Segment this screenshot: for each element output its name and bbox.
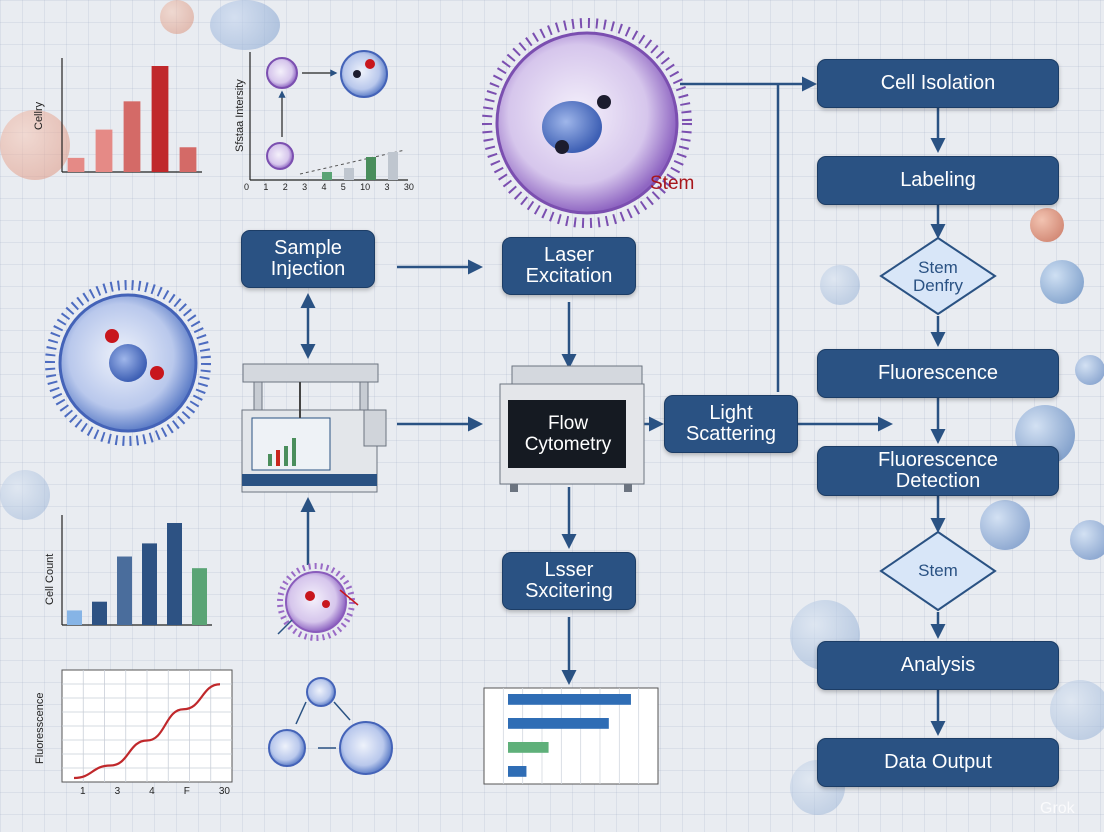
bar xyxy=(508,718,609,729)
labeling-box[interactable]: Labeling xyxy=(817,156,1059,205)
cellry-y-label: Cellry xyxy=(33,101,45,130)
sample-injection-label: Sample Injection xyxy=(270,237,346,280)
cell-isolation-label: Cell Isolation xyxy=(880,72,996,94)
labeling-label: Labeling xyxy=(900,169,976,191)
bar xyxy=(92,601,107,625)
stem-cell-label: Stem xyxy=(650,173,695,194)
tick: F xyxy=(183,786,190,797)
cellry-bar-chart xyxy=(61,58,202,173)
tick: 2 xyxy=(282,182,288,192)
bar xyxy=(95,129,113,172)
fluorescence-box[interactable]: Fluorescence xyxy=(817,349,1059,398)
bar xyxy=(151,66,169,172)
laser-scattering-box[interactable]: Lsser Sxcitering xyxy=(502,552,636,610)
light-scattering-box[interactable]: Light Scattering xyxy=(664,395,798,453)
tick: 3 xyxy=(384,182,390,192)
fluorescence-y-label: Fluoresscence xyxy=(34,692,46,764)
molecule-sphere xyxy=(0,110,70,180)
molecule-sphere xyxy=(1075,355,1104,385)
cell-count-bar-chart xyxy=(61,515,212,626)
molecule-sphere xyxy=(0,470,50,520)
analysis-label: Analysis xyxy=(900,654,976,676)
molecule-sphere xyxy=(160,0,194,34)
tick: 3 xyxy=(302,182,308,192)
bar xyxy=(192,568,207,625)
tick: 3 xyxy=(114,786,121,797)
blue-cell-illustration xyxy=(45,280,211,446)
flow-cytometer-illustration xyxy=(499,365,645,492)
bar xyxy=(117,556,132,625)
flow-cytometry-label: Flow Cytometry xyxy=(524,413,612,455)
tick: 4 xyxy=(149,786,155,797)
flow-arrows-middle xyxy=(300,259,664,685)
flow-arrows-right xyxy=(680,76,946,736)
data-output-box[interactable]: Data Output xyxy=(817,738,1059,787)
bar xyxy=(142,543,157,625)
molecule-sphere xyxy=(1070,520,1104,560)
fluorescence-detection-label: Fluorescence Detection xyxy=(877,449,999,492)
molecule-sphere xyxy=(1050,680,1104,740)
bar xyxy=(67,610,82,625)
tick: 30 xyxy=(403,182,414,192)
sample-injection-box[interactable]: Sample Injection xyxy=(241,230,375,288)
bar xyxy=(179,147,197,172)
fluorescence-line-chart xyxy=(61,669,233,783)
data-output-label: Data Output xyxy=(884,751,992,773)
bar xyxy=(508,742,549,753)
intensity-chart-cells xyxy=(266,50,406,180)
watermark-text: Grok xyxy=(1040,800,1075,817)
bar xyxy=(167,523,182,625)
tick: 30 xyxy=(218,786,230,797)
molecule-sphere xyxy=(1030,208,1064,242)
analysis-box[interactable]: Analysis xyxy=(817,641,1059,690)
tick: 5 xyxy=(340,182,346,192)
molecule-sphere xyxy=(980,500,1030,550)
bar xyxy=(123,101,141,172)
stem-decision-label: Stem xyxy=(918,561,958,580)
bar xyxy=(67,157,85,172)
tick: 4 xyxy=(321,182,327,192)
bar xyxy=(508,766,527,777)
tick: 1 xyxy=(263,182,269,192)
tick: 0 xyxy=(244,182,250,192)
laser-scattering-label: Lsser Sxcitering xyxy=(525,559,613,602)
cell-cluster-illustration xyxy=(268,563,393,775)
laser-excitation-box[interactable]: Laser Excitation xyxy=(502,237,636,295)
series-line xyxy=(73,683,221,780)
bar xyxy=(508,694,631,705)
flow-cytometry-screen: Flow Cytometry xyxy=(512,403,624,465)
light-scattering-label: Light Scattering xyxy=(685,402,777,445)
molecule-sphere xyxy=(1040,260,1084,304)
molecule-sphere xyxy=(820,265,860,305)
tick: 1 xyxy=(80,786,86,797)
fluorescence-x-ticks: 1 3 4 F 30 xyxy=(80,786,230,797)
horizontal-bar-chart xyxy=(483,687,659,785)
decision-diamonds xyxy=(879,236,997,612)
molecule-sphere xyxy=(210,0,280,50)
fluorescence-label: Fluorescence xyxy=(877,362,999,384)
intensity-y-label: Sfstaa Intersity xyxy=(234,79,246,152)
cell-count-y-label: Cell Count xyxy=(44,553,56,605)
injection-device-illustration xyxy=(241,363,387,493)
intensity-x-ticks: 0 1 2 3 4 5 10 3 30 xyxy=(244,182,414,192)
laser-excitation-label: Laser Excitation xyxy=(525,244,613,287)
fluorescence-detection-box[interactable]: Fluorescence Detection xyxy=(817,446,1059,496)
stem-cell-illustration xyxy=(482,18,692,228)
tick: 10 xyxy=(360,182,371,192)
cell-isolation-box[interactable]: Cell Isolation xyxy=(817,59,1059,108)
stem-density-decision-label: Stem Denfry xyxy=(912,258,964,295)
